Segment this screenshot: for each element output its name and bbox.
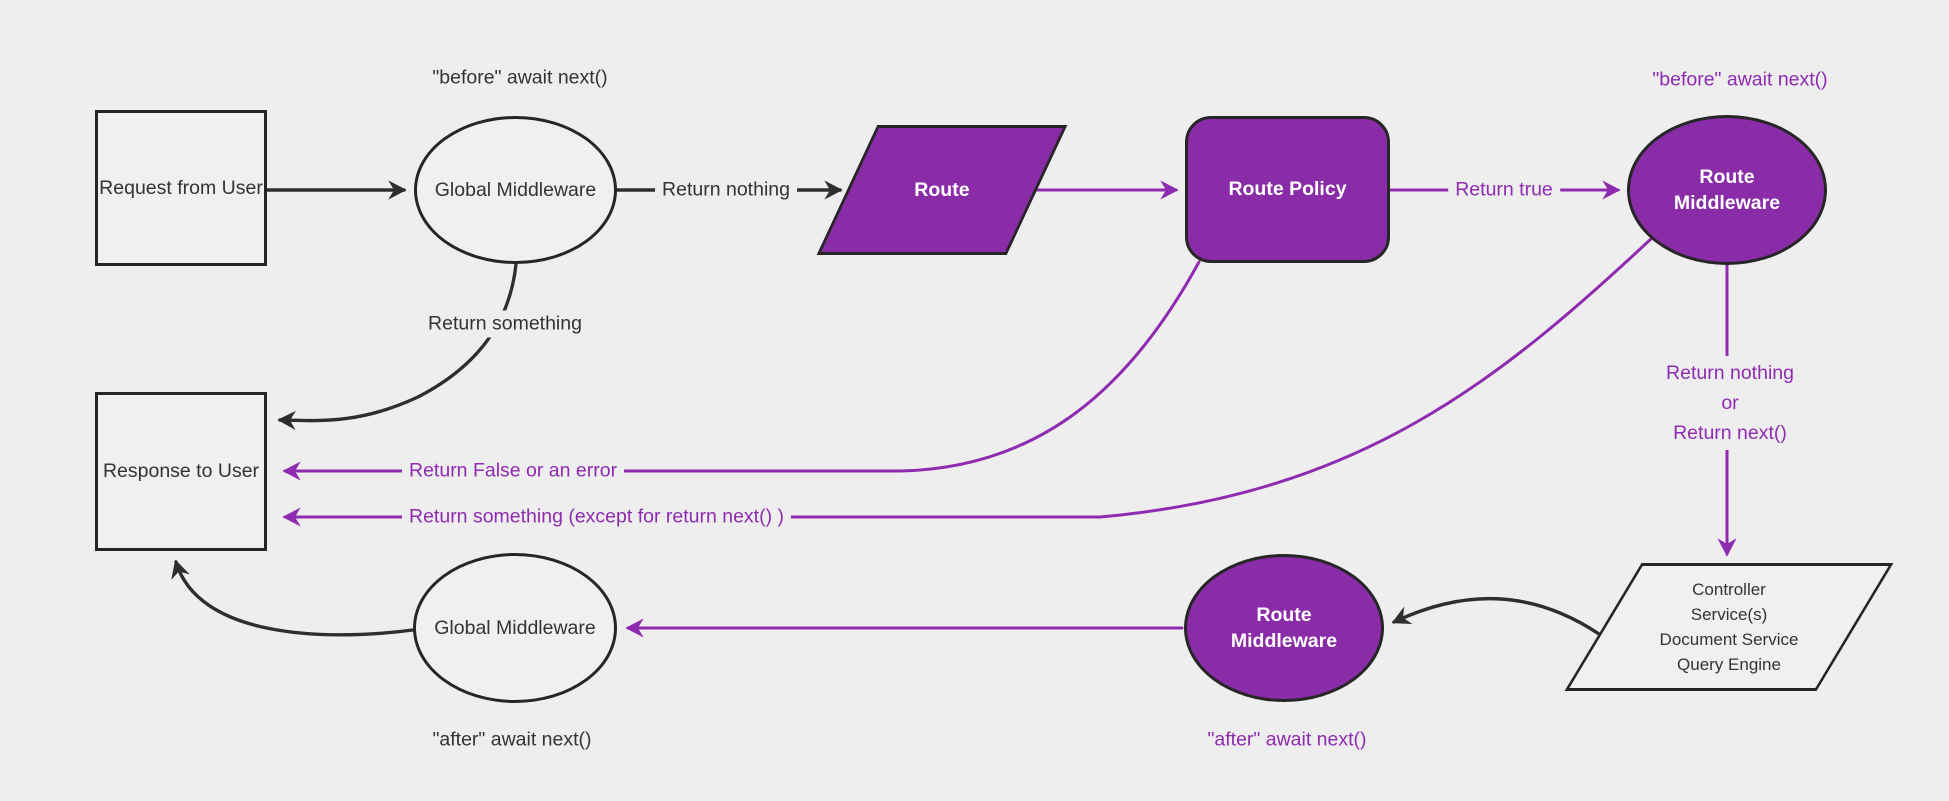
node-label: Global Middleware	[434, 178, 597, 201]
node-label: Route Policy	[1228, 178, 1347, 201]
label-return-nothing-or-return-next: Return nothing or Return next()	[1659, 356, 1801, 450]
edge-route-policy-return-false-to-response	[282, 260, 1201, 481]
node-label: Route	[914, 178, 970, 201]
node-label: Response to User	[102, 460, 260, 483]
label-return-nothing: Return nothing	[655, 176, 797, 204]
node-route-middleware-bottom: Route Middleware	[1184, 554, 1384, 702]
label-return-something: Return something	[421, 310, 589, 338]
node-label: Global Middleware	[434, 616, 596, 639]
edge-route-middleware-return-something-to-response	[282, 236, 1654, 527]
node-route-policy: Route Policy	[1185, 116, 1390, 263]
node-label: Route Middleware	[1673, 165, 1781, 214]
node-label: Route Middleware	[1230, 603, 1338, 652]
controller-line: Document Service	[1659, 630, 1799, 649]
node-global-middleware-top: Global Middleware	[414, 116, 617, 264]
node-route-middleware-top: Route Middleware	[1627, 115, 1827, 265]
node-response-to-user: Response to User	[95, 392, 267, 551]
node-global-middleware-bottom: Global Middleware	[413, 553, 617, 703]
node-controller-services: Controller Service(s) Document Service Q…	[1564, 563, 1894, 691]
edge-global-middleware-return-something-to-response	[277, 262, 518, 431]
label-before-await-next-top: "before" await next()	[425, 64, 615, 92]
label-return-false-or-error: Return False or an error	[402, 457, 625, 485]
label-after-await-next-bottom-left: "after" await next()	[425, 726, 599, 754]
controller-line: Query Engine	[1677, 655, 1781, 674]
node-request-from-user: Request from User	[95, 110, 267, 266]
controller-line: Controller	[1692, 580, 1766, 599]
controller-line: Service(s)	[1690, 605, 1768, 624]
label-before-await-next-top-right: "before" await next()	[1645, 66, 1835, 94]
node-label: Request from User	[99, 176, 263, 199]
label-return-something-except: Return something (except for return next…	[402, 503, 791, 531]
edge-controller-to-route-middleware-bottom	[1391, 597, 1601, 636]
label-return-true: Return true	[1448, 176, 1560, 204]
edge-global-middleware-bottom-to-response	[171, 559, 415, 637]
label-after-await-next-bottom-right: "after" await next()	[1200, 726, 1374, 754]
